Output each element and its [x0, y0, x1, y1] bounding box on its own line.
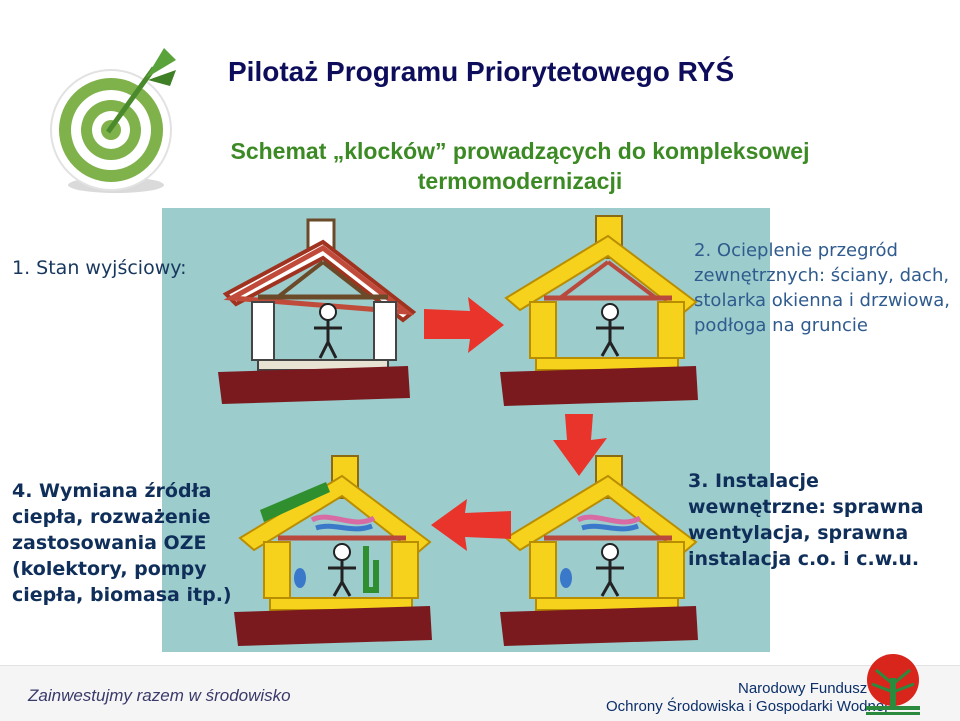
target-logo: [50, 48, 176, 193]
page-subtitle: Schemat „klocków” prowadzących do komple…: [170, 136, 870, 196]
step-1-label: 1. Stan wyjściowy:: [12, 257, 187, 279]
step-4-label: 4. Wymiana źródła ciepła, rozważenie zas…: [12, 480, 232, 606]
footer-slogan: Zainwestujmy razem w środowisko: [28, 686, 291, 705]
arrow-down-icon: [553, 414, 607, 476]
arrow-right-icon: [424, 297, 504, 353]
fund-tree-logo: [866, 654, 920, 715]
step-3-label: 3. Instalacje wewnętrzne: sprawna wentyl…: [688, 470, 924, 570]
house-installations: [500, 455, 698, 646]
fund-name-line-1: Narodowy Fundusz: [738, 680, 868, 697]
house-renewable: [234, 455, 432, 646]
subtitle-line-1: Schemat „klocków” prowadzących do komple…: [230, 138, 810, 164]
fund-name-line-2: Ochrony Środowiska i Gospodarki Wodnej: [606, 698, 888, 715]
step-2-label: 2. Ocieplenie przegród zewnętrznych: ści…: [694, 240, 951, 336]
arrow-left-icon: [431, 499, 511, 551]
house-initial: [218, 218, 417, 404]
page-title: Pilotaż Programu Priorytetowego RYŚ: [228, 56, 735, 87]
subtitle-line-2: termomodernizacji: [417, 168, 623, 194]
footer-bar: [0, 665, 960, 721]
house-insulated: [500, 215, 698, 406]
